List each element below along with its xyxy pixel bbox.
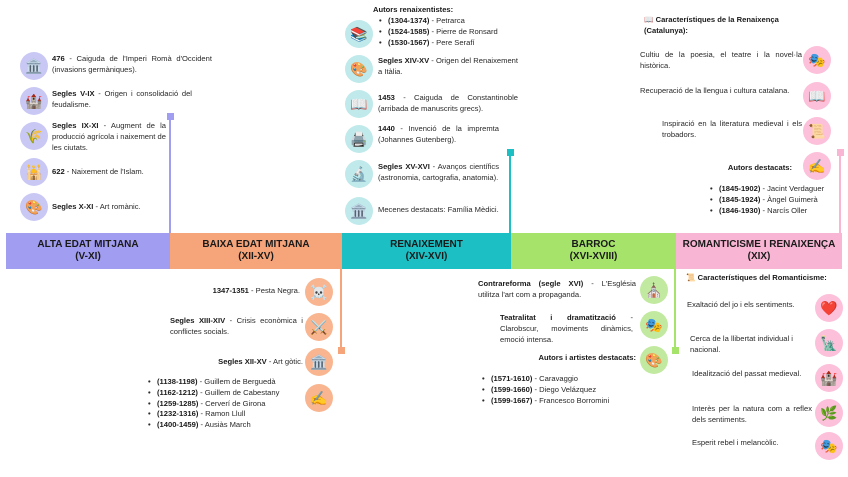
books-icon: 📚 bbox=[345, 20, 373, 48]
church-icon: ⛪ bbox=[640, 276, 668, 304]
list-item: (1846-1930) - Narcís Oller bbox=[710, 206, 845, 217]
list-item: (1524-1585) - Pierre de Ronsard bbox=[379, 27, 519, 38]
heart-icon: ❤️ bbox=[815, 294, 843, 322]
list-item: (1138-1198) - Guillem de Berguedà bbox=[148, 377, 298, 388]
list-item: (1400-1459) - Ausiàs March bbox=[148, 420, 298, 431]
period-name: BARROC bbox=[571, 238, 616, 250]
period-range: (XVI-XVIII) bbox=[569, 251, 618, 262]
period-romanticisme-renaixenca: ROMANTICISME I RENAIXENÇA (XIX) bbox=[676, 233, 842, 269]
list-item: (1232-1316) - Ramon Llull bbox=[148, 409, 298, 420]
connector-alta-end bbox=[166, 113, 174, 120]
period-name: BAIXA EDAT MITJANA bbox=[202, 238, 310, 250]
list-item: (1304-1374) - Petrarca bbox=[379, 16, 519, 27]
theater-masks-icon: 🎭 bbox=[815, 432, 843, 460]
list-item: (1162-1212) - Guillem de Cabestany bbox=[148, 388, 298, 399]
barroc-event-contrareforma: Contrareforma (segle XVI) - L'Església u… bbox=[478, 279, 636, 299]
palette-icon: 🎨 bbox=[20, 193, 48, 221]
renaixement-event-origen: Segles XIV-XV - Origen del Renaixement a… bbox=[378, 56, 519, 76]
alta-event-romanic: Segles X-XI - Art romànic. bbox=[52, 202, 141, 211]
alta-event-ciutats: Segles IX-XI - Augment de la producció a… bbox=[52, 121, 166, 152]
book-icon: 📖 bbox=[803, 82, 831, 110]
temple-icon: 🏛️ bbox=[305, 348, 333, 376]
connector-alta bbox=[169, 117, 171, 233]
scroll-icon: 📜 bbox=[803, 117, 831, 145]
period-range: (XII-XV) bbox=[238, 251, 274, 262]
baixa-event-crisis: Segles XIII-XIV - Crisis econòmica i con… bbox=[170, 316, 303, 336]
renaixenca-item-llengua: Recuperació de la llengua i cultura cata… bbox=[640, 86, 790, 95]
temple-icon: 🏛️ bbox=[345, 197, 373, 225]
book-icon: 📖 bbox=[644, 15, 654, 24]
wheat-icon: 🌾 bbox=[20, 122, 48, 150]
palette-icon: 🎨 bbox=[640, 346, 668, 374]
romanticisme-item-jo: Exaltació del jo i els sentiments. bbox=[687, 300, 795, 309]
connector-renaixement-end bbox=[506, 149, 514, 156]
temple-icon: 🏛️ bbox=[20, 52, 48, 80]
connector-renaixement bbox=[509, 153, 511, 233]
list-item: (1845-1902) - Jacint Verdaguer bbox=[710, 184, 845, 195]
baixa-authors-list: (1138-1198) - Guillem de Berguedà (1162-… bbox=[148, 377, 298, 431]
connector-romanticisme-end bbox=[836, 149, 844, 156]
renaixenca-item-trobadors: Inspiració en la literatura medieval i e… bbox=[662, 119, 802, 139]
alta-event-islam: 622 - Naixement de l'Islam. bbox=[52, 167, 144, 176]
crossed-swords-icon: ⚔️ bbox=[305, 313, 333, 341]
quill-icon: ✍️ bbox=[803, 152, 831, 180]
renaixement-authors-list: (1304-1374) - Petrarca (1524-1585) - Pie… bbox=[379, 16, 519, 48]
period-range: (V-XI) bbox=[75, 251, 101, 262]
period-name: ALTA EDAT MITJANA bbox=[37, 238, 139, 250]
baixa-event-pesta: 1347-1351 - Pesta Negra. bbox=[212, 286, 300, 295]
theater-masks-icon: 🎭 bbox=[803, 46, 831, 74]
skull-icon: ☠️ bbox=[305, 278, 333, 306]
theater-masks-icon: 🎭 bbox=[640, 311, 668, 339]
renaixement-event-impremta: 1440 - Invenció de la impremta (Johannes… bbox=[378, 124, 499, 144]
period-range: (XIX) bbox=[747, 251, 771, 262]
romanticisme-item-medieval: Idealització del passat medieval. bbox=[692, 369, 802, 378]
list-item: (1571-1610) - Caravaggio bbox=[482, 374, 632, 385]
palette-icon: 🎨 bbox=[345, 55, 373, 83]
renaixement-event-mecenes: Mecenes destacats: Família Mèdici. bbox=[378, 205, 499, 214]
period-baixa-edat-mitjana: BAIXA EDAT MITJANA (XII-XV) bbox=[170, 233, 342, 269]
romanticisme-item-llibertat: Cerca de la llibertat individual i nacio… bbox=[690, 334, 793, 354]
renaixenca-title: 📖 Característiques de la Renaixença (Cat… bbox=[644, 15, 779, 35]
barroc-authors-list: (1571-1610) - Caravaggio (1599-1660) - D… bbox=[482, 374, 632, 406]
castle-icon: 🏰 bbox=[815, 364, 843, 392]
list-item: (1599-1667) - Francesco Borromini bbox=[482, 396, 632, 407]
connector-barroc bbox=[674, 269, 676, 351]
period-name: ROMANTICISME I RENAIXENÇA bbox=[682, 238, 836, 250]
leaf-icon: 🌿 bbox=[815, 399, 843, 427]
list-item: (1845-1924) - Àngel Guimerà bbox=[710, 195, 845, 206]
scroll-icon: 📜 bbox=[686, 273, 696, 282]
renaixenca-authors-list: (1845-1902) - Jacint Verdaguer (1845-192… bbox=[710, 184, 845, 216]
microscope-icon: 🔬 bbox=[345, 160, 373, 188]
romanticisme-title: 📜 Característiques del Romanticisme: bbox=[686, 273, 827, 282]
period-range: (XIV-XVI) bbox=[405, 251, 448, 262]
period-barroc: BARROC (XVI-XVIII) bbox=[511, 233, 676, 269]
connector-baixa-end bbox=[337, 347, 345, 354]
renaixenca-item-poesia: Cultiu de la poesia, el teatre i la nove… bbox=[640, 50, 802, 70]
romanticisme-item-rebel: Esperit rebel i melancòlic. bbox=[692, 438, 779, 447]
alta-event-feudalisme: Segles V-IX - Origen i consolidació del … bbox=[52, 89, 192, 109]
list-item: (1530-1567) - Pere Serafí bbox=[379, 38, 519, 49]
barroc-event-teatralitat: Teatralitat i dramatització - Clarobscur… bbox=[500, 313, 633, 344]
period-renaixement: RENAIXEMENT (XIV-XVI) bbox=[342, 233, 511, 269]
romanticisme-item-natura: Interès per la natura com a reflex dels … bbox=[692, 404, 812, 424]
book-icon: 📖 bbox=[345, 90, 373, 118]
renaixement-event-avancos: Segles XV-XVI - Avanços científics (astr… bbox=[378, 162, 499, 182]
barroc-authors-title: Autors i artistes destacats: bbox=[538, 353, 637, 362]
connector-baixa bbox=[340, 269, 342, 351]
period-name: RENAIXEMENT bbox=[390, 238, 463, 250]
mosque-icon: 🕌 bbox=[20, 158, 48, 186]
list-item: (1599-1660) - Diego Velázquez bbox=[482, 385, 632, 396]
printer-icon: 🖨️ bbox=[345, 125, 373, 153]
baixa-event-gotic: Segles XII-XV - Art gòtic. bbox=[218, 357, 303, 366]
alta-event-476: 476 - Caiguda de l'Imperi Romà d'Occiden… bbox=[52, 54, 212, 74]
period-alta-edat-mitjana: ALTA EDAT MITJANA (V-XI) bbox=[6, 233, 170, 269]
quill-icon: ✍️ bbox=[305, 384, 333, 412]
castle-icon: 🏰 bbox=[20, 87, 48, 115]
connector-barroc-end bbox=[671, 347, 679, 354]
renaixement-event-constantinoble: 1453 - Caiguda de Constantinoble (arriba… bbox=[378, 93, 518, 113]
statue-of-liberty-icon: 🗽 bbox=[815, 329, 843, 357]
renaixement-authors-title: Autors renaixentistes: bbox=[373, 5, 454, 14]
renaixenca-authors-title: Autors destacats: bbox=[727, 163, 792, 172]
list-item: (1259-1285) - Cerverí de Girona bbox=[148, 399, 298, 410]
